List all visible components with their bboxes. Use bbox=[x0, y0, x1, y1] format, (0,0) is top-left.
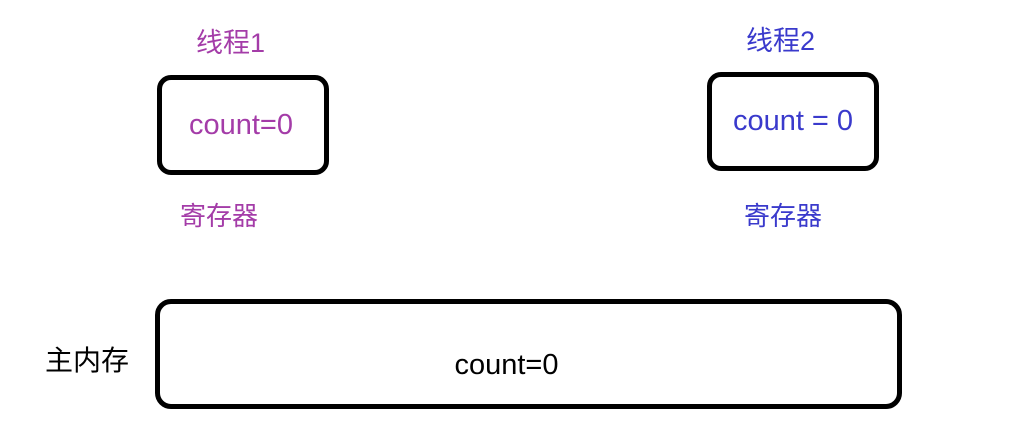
thread1-register-label: 寄存器 bbox=[180, 201, 259, 231]
thread2-count-value: count = 0 bbox=[732, 105, 854, 137]
main-memory-count-value: count=0 bbox=[454, 349, 559, 381]
thread1-register-box: count=0 bbox=[157, 75, 329, 175]
main-memory-label: 主内存 bbox=[45, 345, 130, 376]
main-memory-box: count=0 bbox=[155, 299, 902, 409]
thread2-register-label: 寄存器 bbox=[744, 201, 823, 231]
thread2-register-box: count = 0 bbox=[707, 72, 879, 171]
thread2-title: 线程2 bbox=[746, 26, 816, 56]
thread1-title: 线程1 bbox=[196, 28, 266, 58]
thread1-count-value: count=0 bbox=[188, 108, 293, 141]
